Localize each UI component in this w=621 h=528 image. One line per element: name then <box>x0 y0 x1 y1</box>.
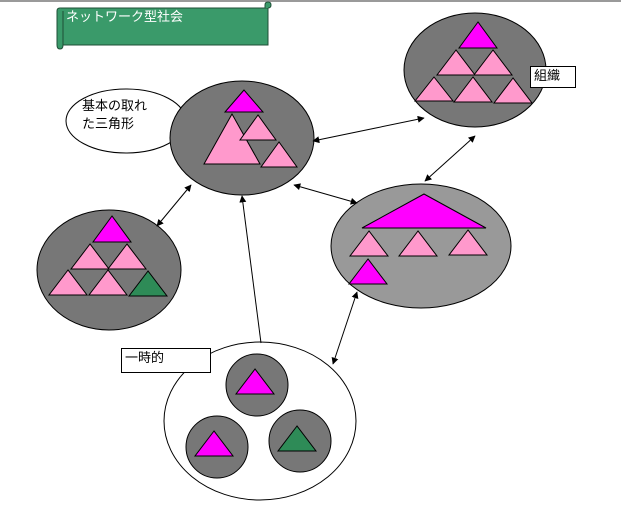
callout-line-2: た三角形 <box>82 117 135 132</box>
triangle-pink <box>413 76 455 102</box>
link-temporary-central <box>239 195 262 344</box>
triangle-pink <box>106 243 148 270</box>
link-temporary-right <box>331 291 359 365</box>
triangle-pink <box>87 269 129 296</box>
triangle-pink <box>47 269 89 296</box>
triangle-pink <box>447 229 489 256</box>
node-central <box>169 80 315 196</box>
triangle-green <box>276 425 318 452</box>
triangle-magenta <box>193 430 235 457</box>
callout-line-1: 基本の取れ <box>82 99 148 114</box>
node-right-middle <box>330 183 512 309</box>
triangle-pink <box>435 49 477 76</box>
triangle-magenta <box>347 258 389 285</box>
triangle-pink <box>239 114 277 141</box>
triangle-magenta <box>234 368 276 395</box>
node-organization <box>403 12 547 128</box>
triangle-pink <box>472 49 514 76</box>
triangle-pink <box>492 77 534 104</box>
label-temporary: 一時的 <box>121 348 211 373</box>
link-central-organization <box>312 115 425 144</box>
triangle-green <box>127 270 169 297</box>
triangle-magenta <box>458 21 498 49</box>
link-central-right <box>293 183 358 205</box>
triangle-pink <box>260 141 298 168</box>
triangle-magenta <box>361 193 487 229</box>
title-banner <box>56 1 272 50</box>
triangle-magenta <box>223 89 265 113</box>
connectors <box>156 115 476 365</box>
triangle-pink <box>348 230 390 257</box>
node-temporary-group <box>163 341 357 501</box>
label-organization: 組織 <box>530 66 576 88</box>
link-left-central <box>156 184 192 227</box>
link-organization-right <box>424 135 476 182</box>
triangle-magenta <box>92 215 132 243</box>
page-title: ネットワーク型社会 <box>66 10 184 25</box>
triangle-pink <box>452 76 494 103</box>
triangle-pink <box>397 230 439 257</box>
node-left <box>36 209 182 331</box>
top-border <box>0 0 621 2</box>
callout-text: 基本の取れ た三角形 <box>82 98 182 134</box>
triangle-pink <box>69 243 111 270</box>
